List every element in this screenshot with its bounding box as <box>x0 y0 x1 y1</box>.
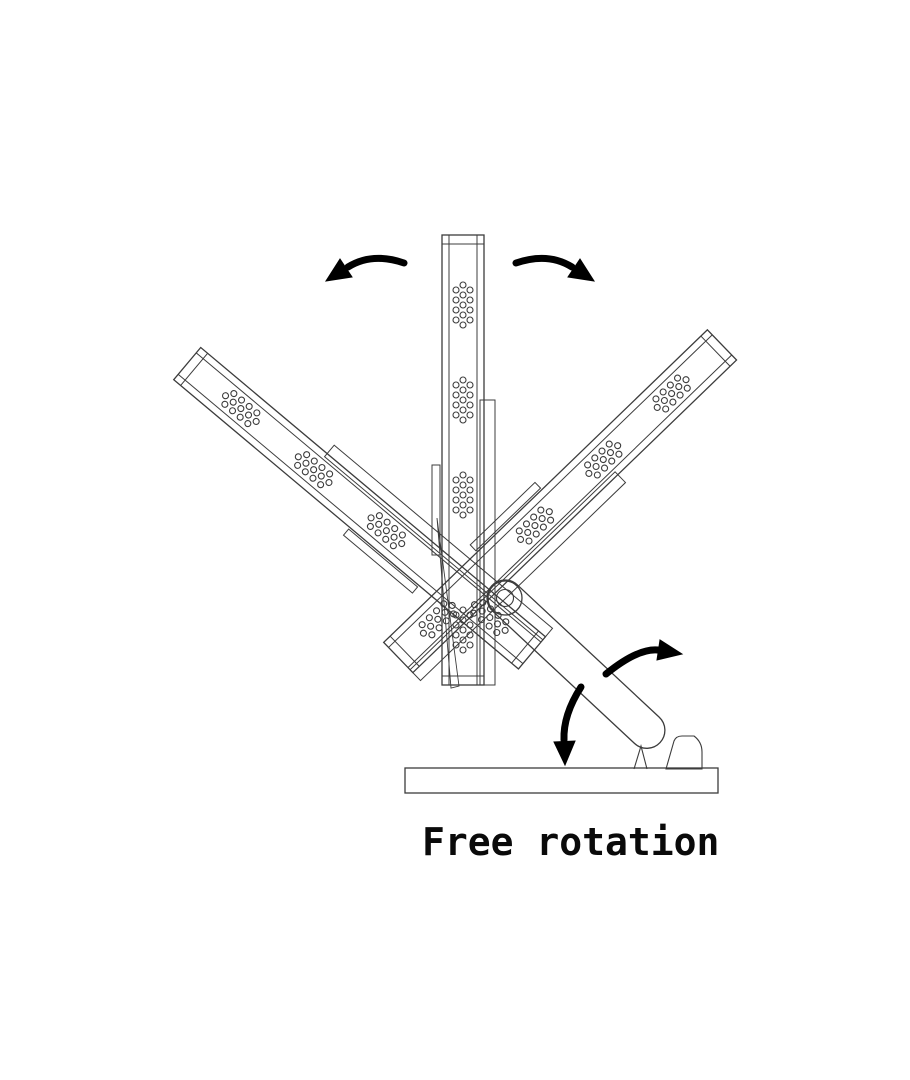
arm-swing-down-arrow <box>553 683 585 767</box>
rotate-right-arrow <box>512 254 596 282</box>
arm-swing-up-arrow <box>602 639 684 678</box>
support-arm <box>486 579 666 749</box>
pivot-joint <box>487 580 523 616</box>
base-plate <box>404 767 719 794</box>
rotate-left-arrow <box>324 254 408 282</box>
bracket-wedge <box>436 517 460 689</box>
diagram-caption: Free rotation <box>422 820 720 864</box>
base-foot-bracket <box>633 735 703 770</box>
